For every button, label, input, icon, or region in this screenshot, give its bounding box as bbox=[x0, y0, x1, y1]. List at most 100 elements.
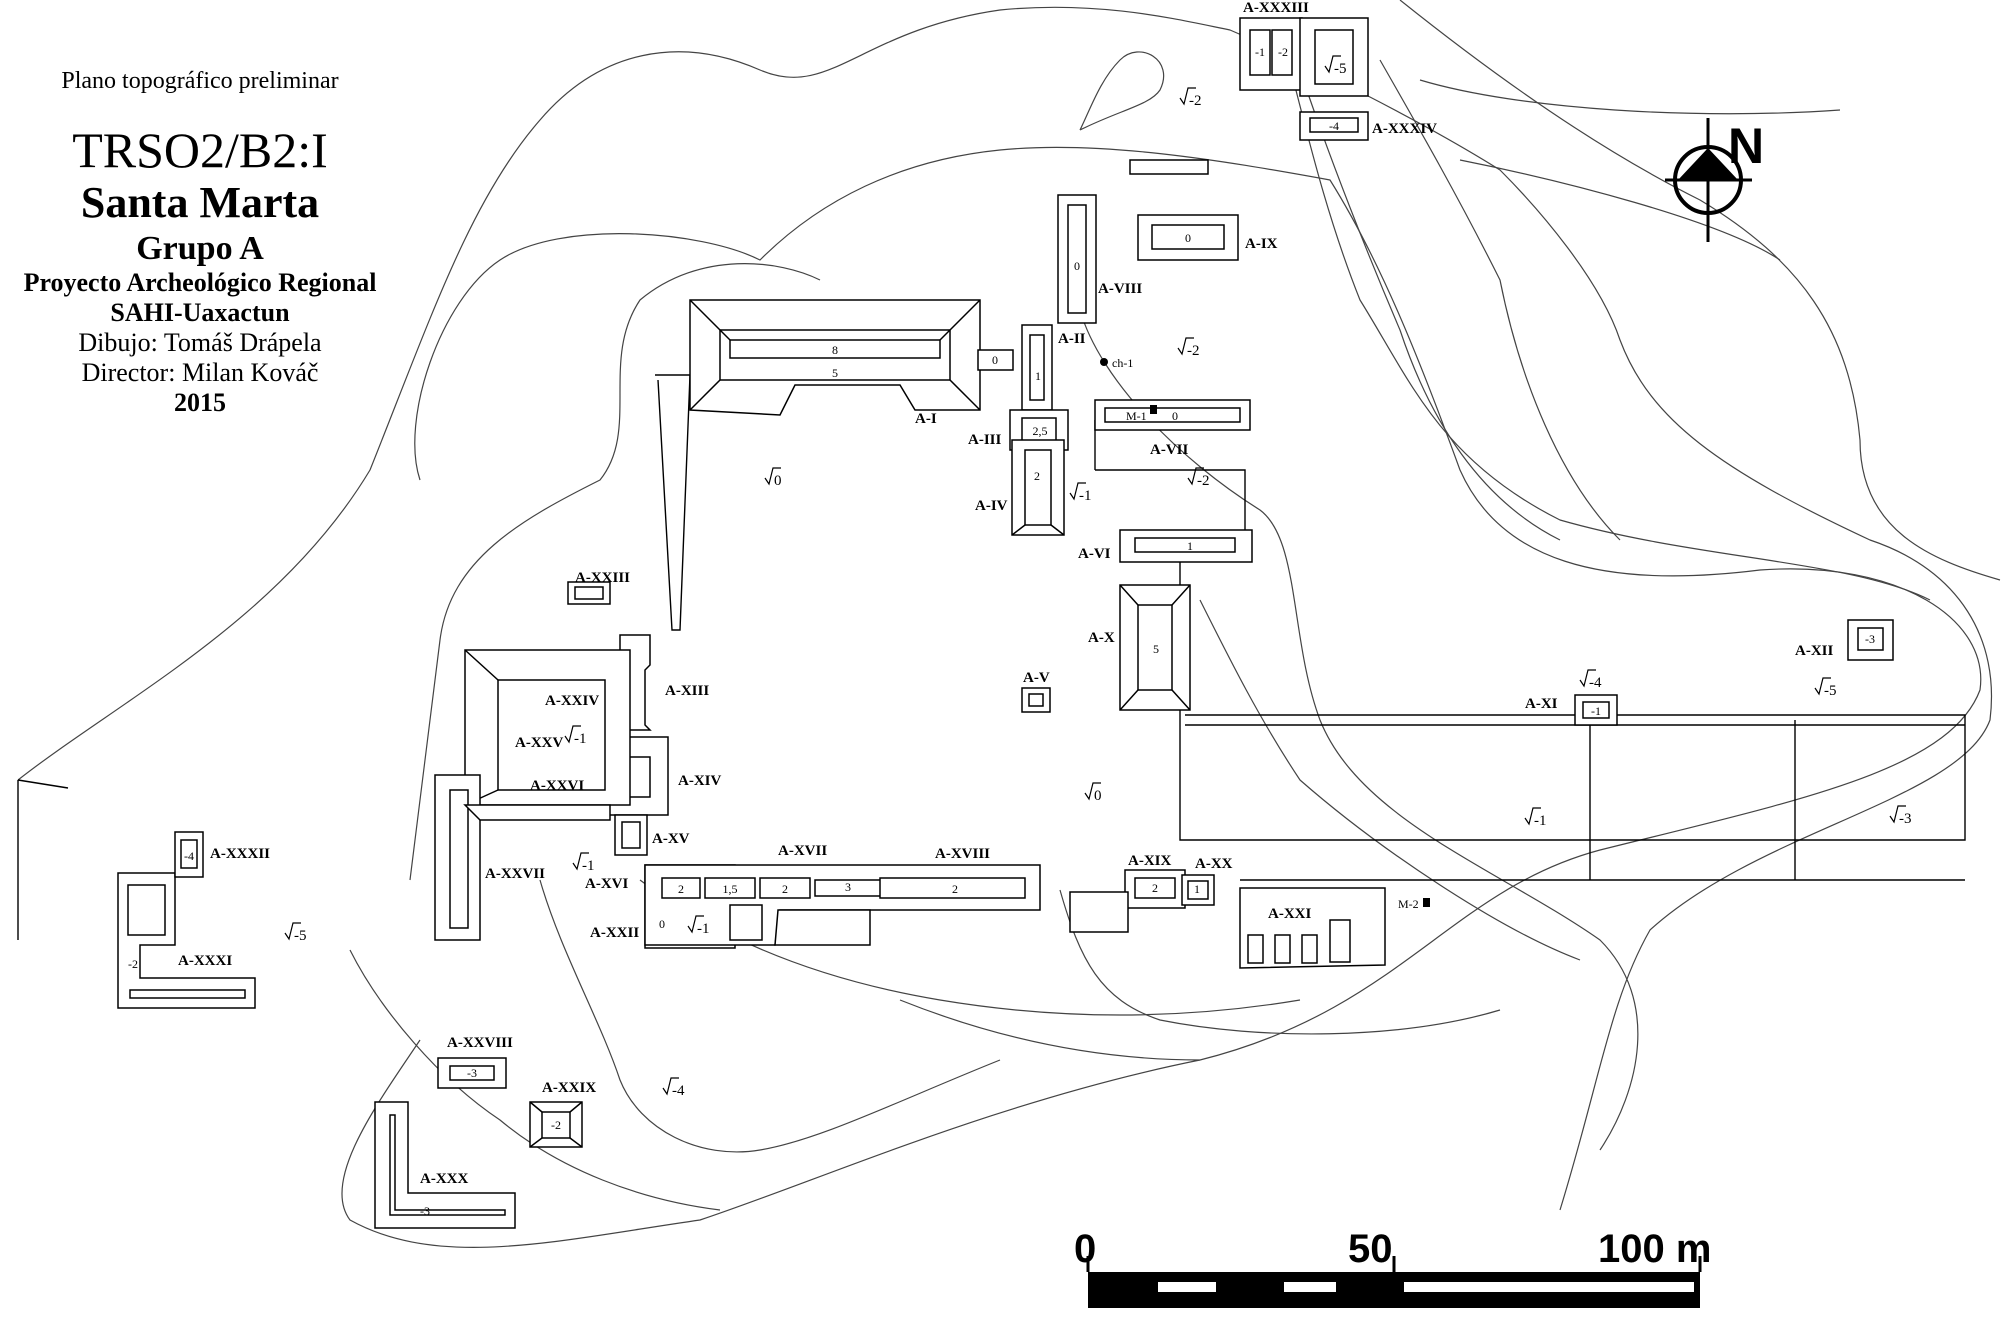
structure-a-vii bbox=[1094, 399, 1251, 431]
level-a-xx: 1 bbox=[1194, 882, 1200, 896]
contour-line bbox=[899, 999, 1201, 1061]
label-a-xxxii: A-XXXII bbox=[210, 846, 270, 862]
elevation-mark: -1 bbox=[564, 725, 587, 747]
elevation-value: -4 bbox=[672, 1083, 685, 1099]
edge bbox=[1050, 524, 1065, 536]
edge bbox=[1119, 584, 1139, 606]
elevation-value: -5 bbox=[1824, 683, 1837, 699]
contour-line bbox=[341, 146, 1982, 1248]
structure-a-xxxiii bbox=[1239, 17, 1303, 91]
label-a-xxi: A-XXI bbox=[1268, 906, 1311, 922]
label-a-xxviii: A-XXVIII bbox=[447, 1035, 513, 1051]
structure-a-xxi bbox=[1239, 887, 1386, 969]
edge bbox=[1171, 689, 1191, 711]
a-x-inner bbox=[1137, 604, 1173, 691]
edge bbox=[949, 379, 981, 411]
level-a-xxxii: -4 bbox=[184, 849, 194, 863]
a-v-inner bbox=[1028, 693, 1044, 707]
level-a-i-base: 5 bbox=[832, 366, 838, 380]
contour-line bbox=[1079, 51, 1165, 131]
elevation-symbol bbox=[1324, 55, 1341, 74]
structure-a-xxiii bbox=[567, 581, 611, 605]
label-a-ix: A-IX bbox=[1245, 236, 1278, 252]
a-v-body bbox=[1021, 687, 1051, 713]
structure-a-xx bbox=[1069, 874, 1215, 933]
a-xi-inner bbox=[1582, 701, 1610, 719]
contour-line bbox=[1059, 889, 1501, 1035]
project-line-1: Proyecto Archeológico Regional bbox=[23, 268, 377, 297]
elevation-symbol bbox=[564, 725, 581, 744]
wall-line bbox=[1179, 555, 1966, 841]
structure-a-vi bbox=[1119, 529, 1253, 563]
title-block: Plano topográfico preliminar TRSO2/B2:I … bbox=[0, 68, 400, 418]
a-xxxiii-right bbox=[1271, 29, 1293, 76]
a-xxiv-inner bbox=[497, 679, 606, 791]
a-xxi-body bbox=[1239, 887, 1386, 969]
level-a-xi: -1 bbox=[1591, 704, 1601, 718]
level-a-ix: 0 bbox=[1185, 231, 1191, 245]
level-a-xxxi: -2 bbox=[128, 957, 138, 971]
a-xxx-inner bbox=[389, 1114, 506, 1216]
label-a-xxvii: A-XXVII bbox=[485, 866, 545, 882]
project-line-2: SAHI-Uaxactun bbox=[110, 298, 290, 327]
a-i-annex bbox=[977, 349, 1014, 371]
a-viii-inner bbox=[1067, 204, 1087, 314]
elevation-mark: -5 bbox=[284, 922, 307, 944]
edge bbox=[464, 649, 499, 681]
plaza-walls bbox=[17, 374, 1966, 940]
label-a-iii: A-III bbox=[968, 432, 1002, 448]
a-vi-inner bbox=[1134, 537, 1236, 553]
a-xxxi-arm bbox=[129, 989, 246, 999]
label-a-ii: A-II bbox=[1058, 331, 1086, 347]
monument-1-marker bbox=[1150, 405, 1157, 414]
level-a-xvii-b: 1,5 bbox=[723, 882, 738, 896]
structure-a-xxii bbox=[729, 904, 763, 941]
elevation-symbol bbox=[1179, 87, 1196, 106]
elevation-symbol bbox=[572, 852, 589, 871]
structure-a-ii bbox=[1021, 324, 1053, 411]
structure-a-viii bbox=[1057, 194, 1097, 324]
elevation-value: -1 bbox=[582, 858, 595, 874]
structure-a-v bbox=[1021, 687, 1051, 713]
structure-labels: A-I A-II A-III A-IV A-V A-VI A-VII A-VII… bbox=[178, 0, 1833, 1187]
structure-a-ix bbox=[1137, 214, 1239, 261]
contour-line bbox=[1419, 79, 1841, 115]
label-a-xv: A-XV bbox=[652, 831, 690, 847]
contour-line bbox=[409, 263, 821, 881]
level-a-vii: 0 bbox=[1172, 409, 1178, 423]
contour-line bbox=[17, 6, 1993, 1211]
level-a-ii: 1 bbox=[1035, 369, 1041, 383]
contour-line bbox=[1079, 309, 1639, 1151]
structure-a-xii bbox=[1847, 619, 1894, 661]
a-xxx-body bbox=[374, 1101, 516, 1229]
elevation-symbol bbox=[1814, 677, 1831, 696]
elevation-symbol bbox=[662, 1077, 679, 1096]
elevation-value: -2 bbox=[1197, 473, 1210, 489]
monument-2-marker bbox=[1423, 898, 1430, 907]
label-a-viii: A-VIII bbox=[1098, 281, 1142, 297]
structure-a-xxix bbox=[529, 1101, 583, 1148]
a-xx-annex bbox=[1069, 891, 1129, 933]
a-xii-inner bbox=[1857, 627, 1884, 651]
scale-bar-white-segment bbox=[1284, 1282, 1336, 1292]
elevation-mark: -1 bbox=[572, 852, 595, 874]
contour-line bbox=[1279, 29, 1931, 601]
drawing-credit: Dibujo: Tomáš Drápela bbox=[78, 328, 322, 357]
level-a-xviii: 2 bbox=[952, 882, 958, 896]
contour-line bbox=[1379, 59, 1621, 541]
contour-line bbox=[1299, 69, 1561, 541]
site-name: Santa Marta bbox=[80, 178, 320, 227]
elevation-value: -3 bbox=[1899, 811, 1912, 827]
elevation-symbol bbox=[687, 915, 704, 934]
level-a-xxxiii-b: -2 bbox=[1278, 45, 1288, 59]
elevation-value: -1 bbox=[1079, 488, 1092, 504]
a-xviii-seg bbox=[879, 877, 1026, 899]
label-a-xvi: A-XVI bbox=[585, 876, 628, 892]
elevation-value: -5 bbox=[294, 928, 307, 944]
elevation-symbol bbox=[1069, 482, 1086, 501]
label-a-xxxiv: A-XXXIV bbox=[1372, 121, 1437, 137]
elevation-symbol bbox=[1524, 807, 1541, 826]
a-xx-inner bbox=[1187, 880, 1209, 900]
structure-bar bbox=[774, 909, 871, 946]
structure-a-xxviii bbox=[437, 1057, 507, 1089]
